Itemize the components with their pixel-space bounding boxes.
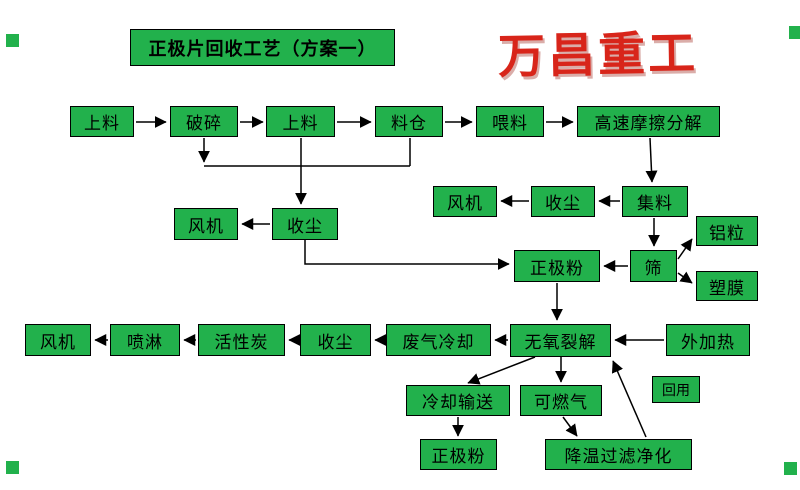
node-material-collector: 集料 [622, 186, 688, 217]
node-activated-carbon: 活性炭 [198, 324, 285, 356]
node-silo: 料仓 [375, 106, 443, 137]
node-fan-left: 风机 [25, 324, 91, 356]
node-aluminum-granules: 铝粒 [696, 216, 758, 246]
node-feed-1: 上料 [70, 106, 134, 137]
node-fan-right: 风机 [433, 186, 497, 217]
node-dust-collector-mid: 收尘 [272, 208, 338, 240]
diagram-title: 正极片回收工艺（方案一） [130, 29, 395, 66]
corner-marker-top-left [6, 34, 19, 47]
node-sieve: 筛 [630, 250, 677, 282]
watermark-logo-text: 万昌重工 [497, 28, 699, 84]
node-plastic-film: 塑膜 [696, 271, 758, 301]
node-dust-collector-left: 收尘 [300, 324, 371, 356]
node-spray: 喷淋 [110, 324, 180, 356]
node-reuse: 回用 [652, 376, 700, 403]
node-cathode-powder-2: 正极粉 [420, 439, 497, 470]
corner-marker-bottom-right [784, 462, 797, 475]
node-friction-decomposer: 高速摩擦分解 [577, 106, 720, 137]
node-feed-2: 上料 [266, 106, 335, 137]
node-cathode-powder-1: 正极粉 [514, 250, 600, 282]
node-combustible-gas: 可燃气 [520, 385, 602, 416]
corner-marker-bottom-left [6, 461, 19, 474]
corner-marker-top-right [789, 26, 800, 39]
node-external-heating: 外加热 [666, 324, 750, 356]
node-cooling-filter-purification: 降温过滤净化 [545, 439, 692, 470]
node-exhaust-gas-cooling: 废气冷却 [386, 324, 491, 356]
node-crusher: 破碎 [170, 106, 238, 137]
node-dust-collector-right: 收尘 [531, 186, 595, 217]
node-feeder: 喂料 [476, 106, 544, 137]
node-fan-mid: 风机 [174, 208, 238, 240]
node-cooling-conveyor: 冷却输送 [406, 385, 510, 416]
node-oxygen-free-pyrolysis: 无氧裂解 [510, 324, 611, 357]
